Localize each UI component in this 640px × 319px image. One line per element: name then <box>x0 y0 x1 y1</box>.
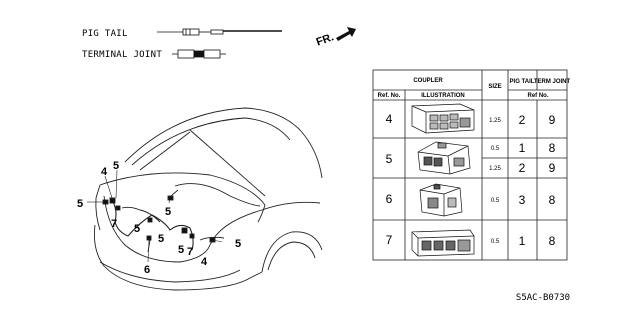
coupler-illustration <box>419 183 463 217</box>
table-row: 5 0.5 1 8 <box>386 141 556 166</box>
header-term-joint: TERM JOINT <box>534 79 571 85</box>
coupler-table: COUPLER Ref. No. ILLUSTRATION SIZE PIG T… <box>372 69 571 261</box>
term-joint-ref: 8 <box>549 141 556 155</box>
pig-tail-ref: 2 <box>519 161 526 175</box>
pig-tail-symbol <box>157 28 282 36</box>
term-joint-ref: 9 <box>549 161 556 175</box>
wire-size: 1.25 <box>489 166 501 172</box>
callout-labels: 4 5 5 7 5 5 5 6 5 7 5 4 <box>77 160 241 276</box>
callout-label: 5 <box>113 160 119 172</box>
wire-size: 0.5 <box>491 146 500 152</box>
callout-label: 6 <box>144 264 150 276</box>
wire-size: 1.25 <box>489 118 501 124</box>
callout-label: 5 <box>165 206 171 218</box>
callout-label: 5 <box>77 198 83 210</box>
pig-tail-ref: 1 <box>519 141 526 155</box>
ref-number: 6 <box>386 192 393 206</box>
header-ref-no: Ref. No. <box>378 93 401 99</box>
front-arrow-icon <box>336 27 356 41</box>
ref-number: 7 <box>386 233 393 247</box>
header-size: SIZE <box>488 84 501 90</box>
callout-label: 7 <box>187 246 193 258</box>
ref-number: 5 <box>386 152 393 166</box>
callout-label: 4 <box>101 166 108 178</box>
wire-size: 0.5 <box>491 239 500 245</box>
header-coupler: COUPLER <box>413 78 443 84</box>
car-rear-view-drawing <box>93 107 323 291</box>
callout-leaders <box>87 169 223 263</box>
header-illustration: ILLUSTRATION <box>421 93 465 99</box>
terminal-joint-symbol <box>172 49 226 59</box>
callout-label: 5 <box>235 238 241 250</box>
callout-label: 5 <box>158 233 164 245</box>
callout-label: 7 <box>111 218 117 230</box>
pig-tail-ref: 1 <box>519 234 526 248</box>
table-row: 4 1.25 2 9 <box>386 112 556 127</box>
legend: PIG TAIL TERMINAL JOINT <box>82 28 282 60</box>
pig-tail-ref: 2 <box>519 113 526 127</box>
table-row: 7 0.5 1 8 <box>386 233 556 248</box>
term-joint-ref: 9 <box>549 113 556 127</box>
header-ref-no-sub: Ref No. <box>528 93 549 99</box>
legend-terminal-joint-label: TERMINAL JOINT <box>82 50 162 60</box>
header-pig-tail: PIG TAIL <box>510 79 535 85</box>
diagram-code: S5AC-B0730 <box>516 293 570 303</box>
term-joint-ref: 8 <box>549 193 556 207</box>
pig-tail-ref: 3 <box>519 193 526 207</box>
front-direction-label: FR. <box>315 31 336 48</box>
legend-pig-tail-label: PIG TAIL <box>82 29 128 39</box>
coupler-illustration <box>411 229 475 257</box>
coupler-illustration <box>411 103 475 134</box>
table-row: 1.25 2 9 <box>489 161 556 175</box>
front-direction-indicator: FR. <box>315 27 356 49</box>
term-joint-ref: 8 <box>549 234 556 248</box>
table-row: 6 0.5 3 8 <box>386 192 556 207</box>
ref-number: 4 <box>386 112 393 126</box>
callout-label: 5 <box>134 223 140 235</box>
coupler-illustration <box>417 141 471 175</box>
wire-size: 0.5 <box>491 198 500 204</box>
callout-label: 5 <box>178 244 184 256</box>
callout-label: 4 <box>201 256 208 268</box>
